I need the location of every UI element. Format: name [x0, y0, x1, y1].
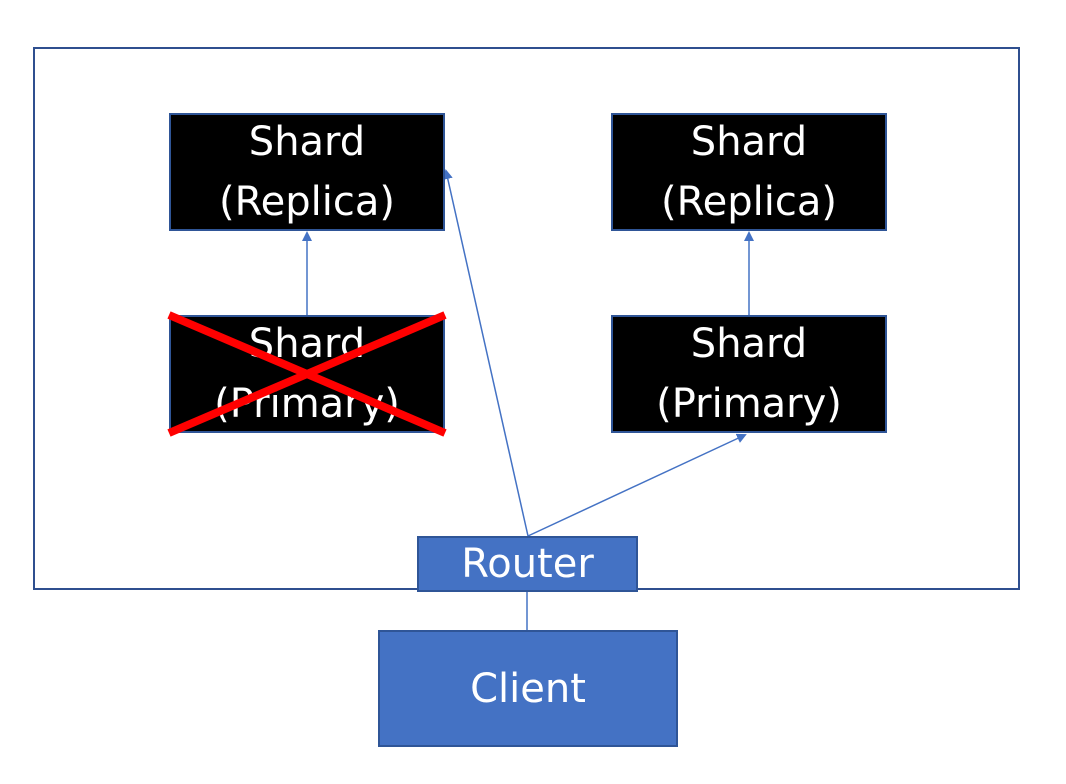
shard-primary-right-role: (Primary) [656, 381, 842, 427]
shard-primary-right: Shard (Primary) [611, 315, 887, 433]
shard-primary-right-title: Shard [690, 321, 808, 367]
shard-replica-right: Shard (Replica) [611, 113, 887, 231]
router-label: Router [461, 541, 594, 587]
client-label: Client [470, 665, 586, 712]
client-node: Client [378, 630, 678, 747]
shard-primary-left-title: Shard [248, 321, 366, 367]
shard-replica-right-title: Shard [690, 119, 808, 165]
shard-replica-right-role: (Replica) [661, 179, 837, 225]
router-node: Router [417, 536, 638, 592]
shard-primary-left-role: (Primary) [214, 381, 400, 427]
shard-replica-left-title: Shard [248, 119, 366, 165]
shard-replica-left: Shard (Replica) [169, 113, 445, 231]
shard-primary-left: Shard (Primary) [169, 315, 445, 433]
shard-replica-left-role: (Replica) [219, 179, 395, 225]
